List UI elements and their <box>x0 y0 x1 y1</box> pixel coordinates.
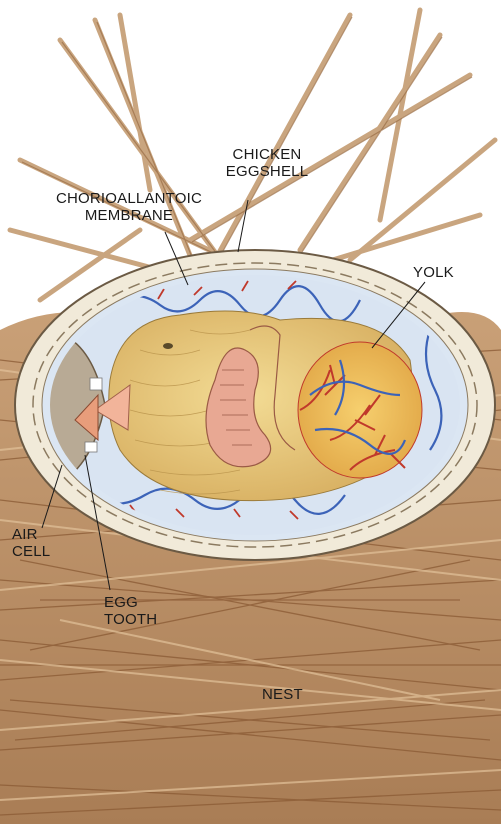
air-cell-label: AIR CELL <box>12 526 50 560</box>
eggshell-label: CHICKEN EGGSHELL <box>202 146 332 180</box>
nest-label: NEST <box>262 686 303 703</box>
egg-tooth-label: EGG TOOTH <box>104 594 157 628</box>
yolk <box>298 342 422 478</box>
membrane-label: CHORIOALLANTOIC MEMBRANE <box>14 190 244 224</box>
yolk-label: YOLK <box>413 264 454 281</box>
